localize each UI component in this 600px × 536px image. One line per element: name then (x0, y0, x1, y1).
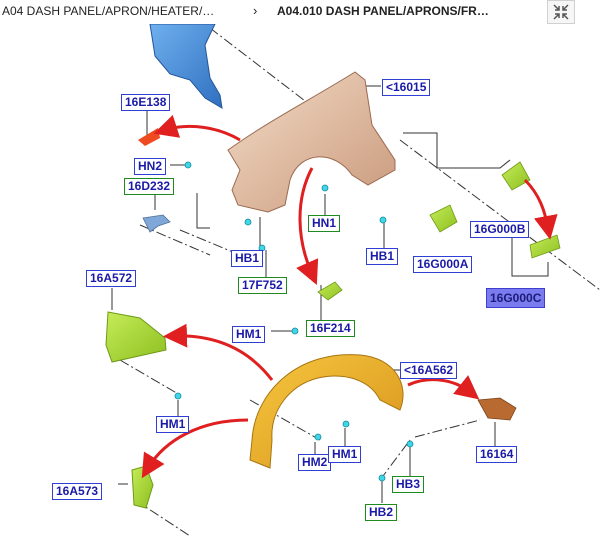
breadcrumb-current: A04.010 DASH PANEL/APRONS/FR… (277, 4, 489, 18)
panel-16A572-part[interactable] (105, 311, 167, 363)
fasteners (174, 161, 414, 482)
bracket-16E138-part[interactable] (138, 128, 160, 146)
callout-16E138[interactable]: 16E138 (121, 94, 171, 111)
callout-16G000B[interactable]: 16G000B (470, 221, 530, 238)
top-bar: A04 DASH PANEL/APRON/HEATER/… › A04.010 … (0, 0, 600, 24)
callout-HM2[interactable]: HM2 (298, 454, 332, 471)
callout-HN2[interactable]: HN2 (134, 158, 167, 175)
callout-HB1-right[interactable]: HB1 (366, 248, 399, 265)
bracket-16G000B-part[interactable] (501, 161, 531, 191)
callout-HB1-left[interactable]: HB1 (231, 250, 264, 267)
diagram-art (105, 24, 600, 536)
splash-shield-16A562-part[interactable] (249, 354, 404, 469)
dash-panel-part[interactable] (149, 24, 223, 109)
pad-16164-part[interactable] (477, 397, 517, 421)
bracket-16G000A-part[interactable] (429, 204, 458, 233)
callout-16015[interactable]: <16015 (382, 79, 431, 96)
bracket-16G000C-part[interactable] (529, 234, 561, 259)
direction-arrows (141, 114, 558, 479)
callout-16F214[interactable]: 16F214 (306, 320, 355, 337)
breadcrumb-parent[interactable]: A04 DASH PANEL/APRON/HEATER/… (2, 4, 215, 18)
callout-HN1-upper[interactable]: HN1 (308, 215, 341, 232)
callout-17F752[interactable]: 17F752 (238, 277, 287, 294)
clip-16D232-part[interactable] (142, 214, 171, 233)
callout-16164[interactable]: 16164 (476, 446, 518, 463)
collapse-arrows-icon (553, 4, 569, 20)
callout-16A573[interactable]: 16A573 (52, 483, 103, 500)
exploded-parts-diagram: <16015 16E138 HN2 16D232 HN1 HB1 HB1 17F… (0, 24, 600, 536)
callout-16D232[interactable]: 16D232 (124, 178, 175, 195)
callout-HB2[interactable]: HB2 (365, 504, 398, 521)
callout-HM1-left[interactable]: HM1 (156, 416, 190, 433)
callout-16A572[interactable]: 16A572 (86, 270, 137, 287)
fender-part[interactable] (227, 71, 396, 213)
callout-HB3[interactable]: HB3 (392, 476, 425, 493)
callout-16A562[interactable]: <16A562 (400, 362, 458, 379)
collapse-button[interactable] (547, 0, 575, 24)
callout-HM1-right[interactable]: HM1 (328, 446, 362, 463)
callout-leaders (111, 85, 549, 503)
part-16F214[interactable] (317, 281, 343, 301)
callout-16G000C[interactable]: 16G000C (486, 288, 546, 308)
callout-HM1-upper[interactable]: HM1 (232, 326, 266, 343)
breadcrumb-separator: › (253, 3, 258, 18)
callout-16G000A[interactable]: 16G000A (413, 256, 473, 273)
bracket-16A573-part[interactable] (131, 465, 154, 509)
